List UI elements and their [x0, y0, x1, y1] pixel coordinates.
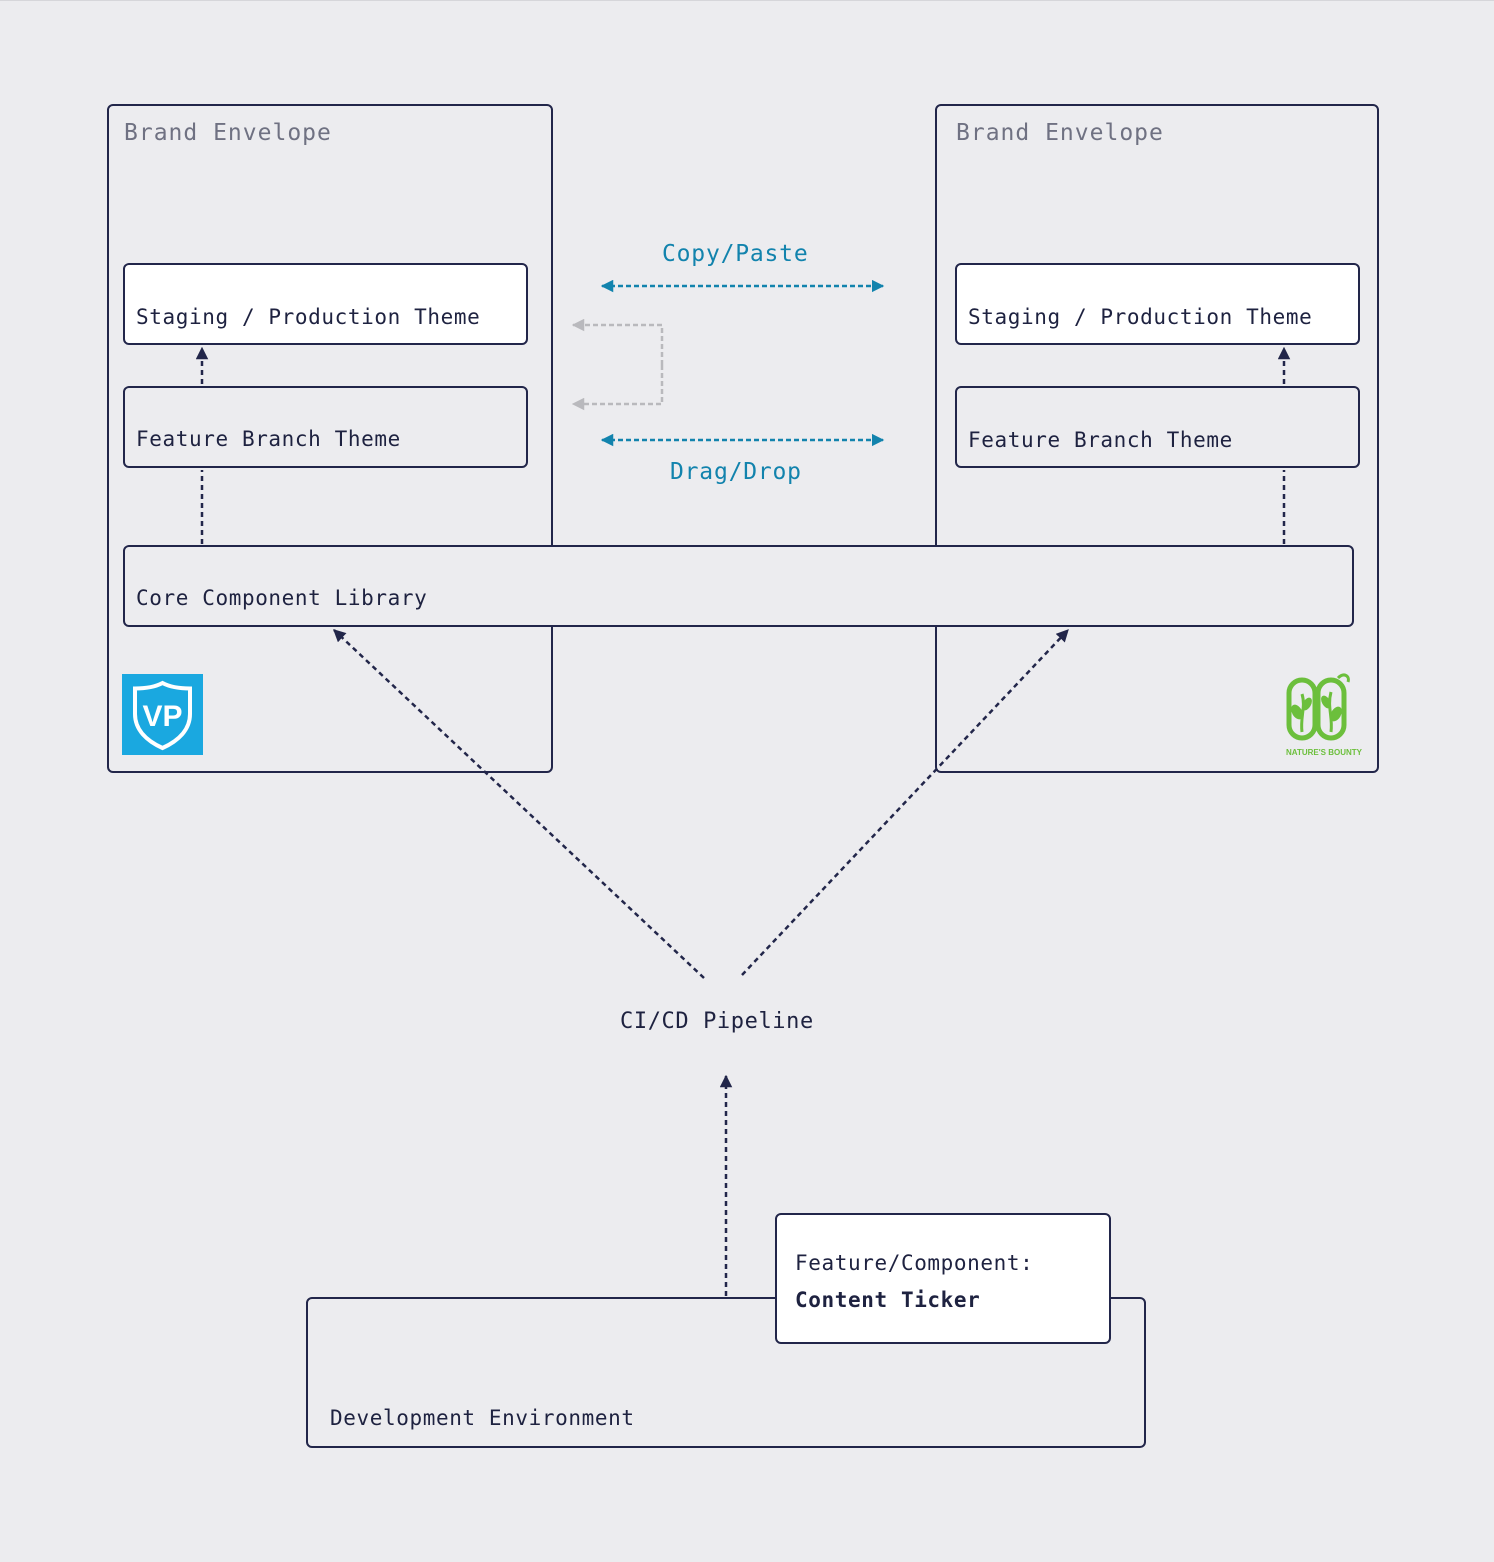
vp-logo-text: VP — [142, 700, 182, 733]
gray-loop-upper-arrow — [571, 318, 664, 365]
pipeline-to-right-core-arrow — [741, 629, 1069, 976]
left-staging-label: Staging / Production Theme — [136, 305, 481, 329]
drag-drop-label: Drag/Drop — [670, 459, 802, 485]
left-feature-branch-theme[interactable] — [123, 386, 528, 468]
dev-env-label: Development Environment — [330, 1406, 635, 1430]
ci-cd-pipeline-label: CI/CD Pipeline — [620, 1009, 814, 1034]
core-component-library[interactable] — [123, 545, 1354, 627]
leaf-logo-icon: NATURE'S BOUNTY — [1286, 673, 1363, 757]
left-feature-label: Feature Branch Theme — [136, 427, 401, 451]
right-staging-label: Staging / Production Theme — [968, 305, 1313, 329]
shield-icon: VP — [133, 680, 192, 751]
pipeline-to-left-core-arrow — [333, 629, 705, 979]
right-feature-label: Feature Branch Theme — [968, 428, 1233, 452]
right-envelope-title: Brand Envelope — [956, 120, 1164, 146]
feature-component-name: Content Ticker — [795, 1288, 981, 1312]
core-library-label: Core Component Library — [136, 586, 428, 610]
top-border — [0, 0, 1494, 1]
right-feature-branch-theme[interactable] — [955, 386, 1360, 468]
natures-bounty-logo: NATURE'S BOUNTY — [1280, 672, 1368, 760]
natures-bounty-logo-text: NATURE'S BOUNTY — [1286, 748, 1363, 757]
copy-paste-label: Copy/Paste — [662, 241, 809, 267]
vp-shield-logo: VP — [122, 674, 203, 755]
gray-loop-lower-arrow — [571, 365, 664, 411]
right-staging-theme[interactable] — [955, 263, 1360, 345]
left-staging-theme[interactable] — [123, 263, 528, 345]
left-envelope-title: Brand Envelope — [124, 120, 332, 146]
feature-component-card[interactable] — [775, 1213, 1111, 1344]
feature-component-prefix: Feature/Component: — [795, 1251, 1034, 1275]
